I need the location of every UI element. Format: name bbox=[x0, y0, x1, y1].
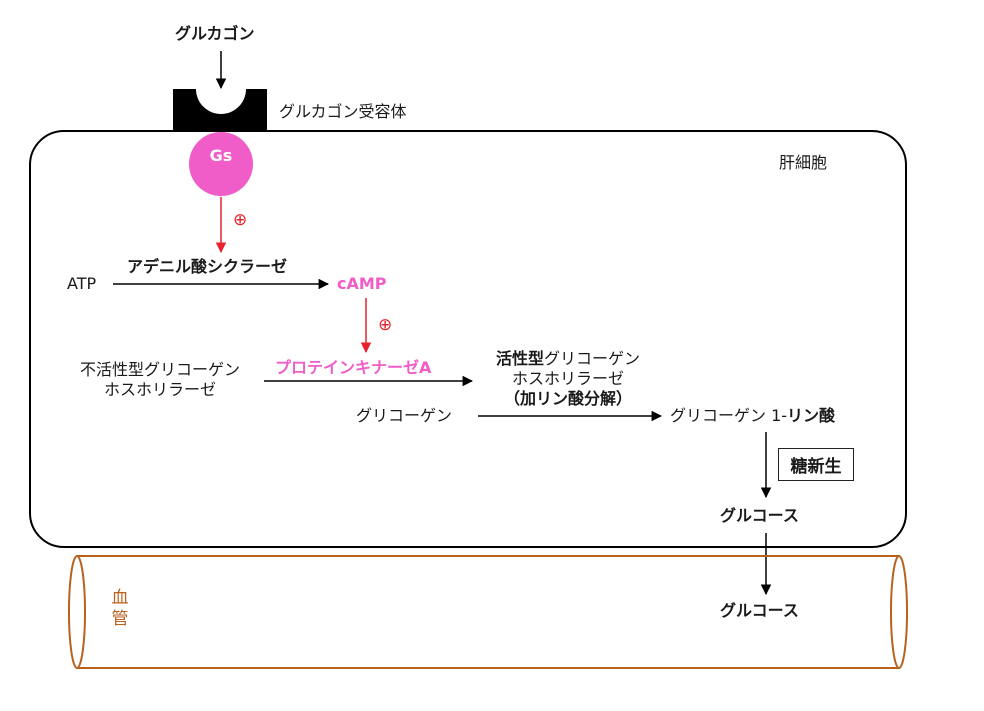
camp-label: cAMP bbox=[337, 274, 387, 293]
adenylyl-cyclase-label: アデニル酸シクラーゼ bbox=[127, 257, 288, 276]
gluconeogenesis-box: 糖新生 bbox=[778, 448, 854, 481]
g1p-bold: リン酸 bbox=[787, 406, 836, 425]
glucose-blood-label: グルコース bbox=[720, 601, 799, 620]
gs-protein-circle bbox=[189, 132, 253, 196]
glycogen-label: グリコーゲン bbox=[356, 406, 453, 425]
activation-sign-2: ⊕ bbox=[378, 315, 393, 335]
atp-label: ATP bbox=[67, 274, 97, 293]
pka-label: プロテインキナーゼA bbox=[275, 358, 432, 377]
glucose-cell-label: グルコース bbox=[720, 506, 799, 525]
phosphorolysis-label: （加リン酸分解） bbox=[503, 389, 632, 408]
active-phosphorylase-label: 活性型グリコーゲン ホスホリラーゼ （加リン酸分解） bbox=[468, 349, 668, 409]
active-phosphorylase-line2: ホスホリラーゼ bbox=[511, 369, 624, 388]
blood-vessel bbox=[68, 555, 908, 669]
glucagon-label: グルカゴン bbox=[175, 24, 255, 43]
activation-sign-1: ⊕ bbox=[233, 210, 248, 230]
active-phosphorylase-line1: 活性型グリコーゲン bbox=[468, 349, 668, 369]
g1p-label: グリコーゲン 1-リン酸 bbox=[670, 406, 835, 426]
inactive-phosphorylase-line1: 不活性型グリコーゲン bbox=[79, 360, 240, 379]
blood-vessel-label: 血管 bbox=[111, 588, 129, 630]
receptor-label: グルカゴン受容体 bbox=[279, 102, 407, 121]
g1p-prefix: グリコーゲン 1- bbox=[670, 406, 788, 425]
gs-label: Gs bbox=[209, 146, 233, 165]
hepatocyte-membrane bbox=[29, 130, 907, 548]
active-phosphorylase-line1-rest: グリコーゲン bbox=[544, 349, 641, 368]
active-prefix: 活性型 bbox=[495, 349, 544, 368]
hepatocyte-label: 肝細胞 bbox=[779, 153, 828, 172]
inactive-phosphorylase-label: 不活性型グリコーゲン ホスホリラーゼ bbox=[60, 360, 260, 400]
inactive-phosphorylase-line2: ホスホリラーゼ bbox=[103, 380, 216, 399]
receptor-shape bbox=[173, 89, 267, 131]
